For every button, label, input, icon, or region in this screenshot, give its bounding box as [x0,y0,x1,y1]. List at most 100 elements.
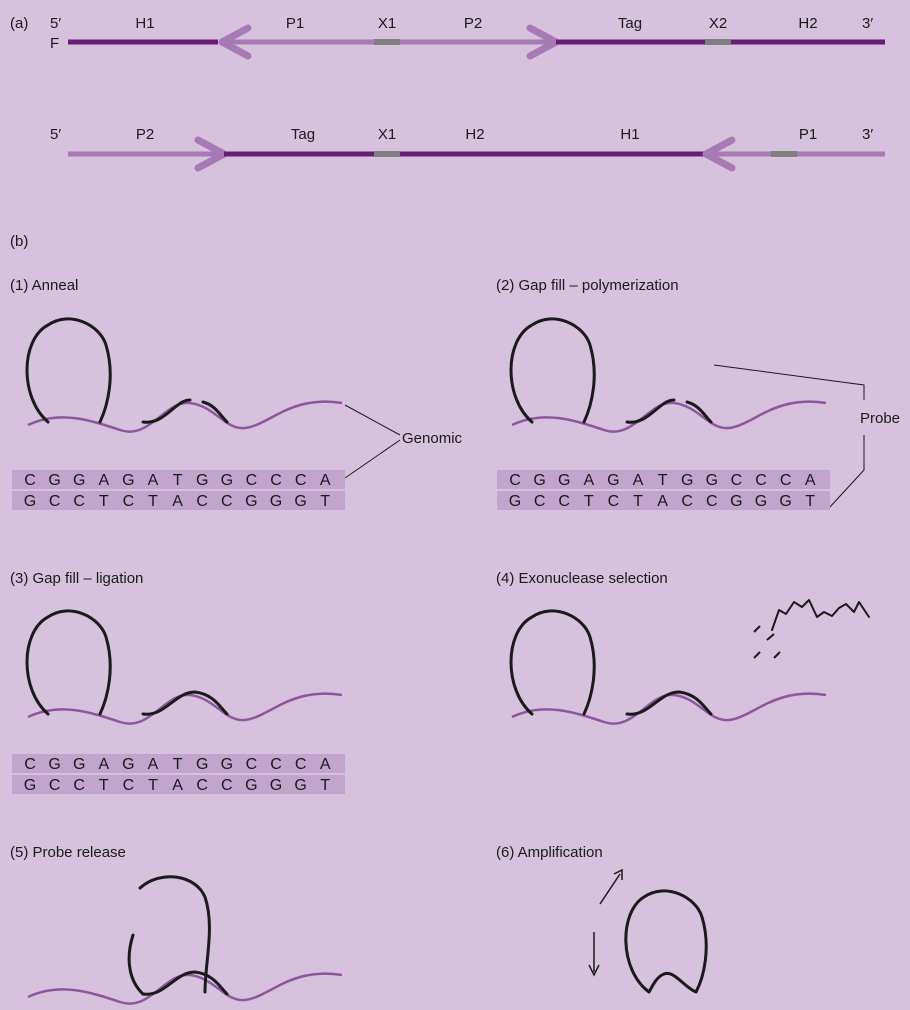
genomic-strand [512,694,826,724]
label-h1: H1 [135,15,154,32]
base-bottom: T [320,777,330,794]
base-top: G [122,756,134,773]
base-bottom: G [294,493,306,510]
label-p2: P2 [464,15,482,32]
base-top: A [148,472,159,489]
genomic-strand [28,974,342,1004]
base-bottom: C [706,493,718,510]
base-bottom: A [657,493,668,510]
step-3-title: (3) Gap fill – ligation [10,570,143,587]
base-bottom: C [608,493,620,510]
bottom-five-prime: 5′ [50,126,61,143]
base-bottom: T [99,493,109,510]
base-bottom: C [123,777,135,794]
base-top: T [658,472,668,489]
genomic-strand [28,694,342,724]
base-bottom: C [123,493,135,510]
released-probe-left [129,935,143,994]
base-bottom: T [320,493,330,510]
base-top: G [48,472,60,489]
step-4-panel [511,600,869,724]
step-3-sequence: CGGAGATGGCCCAGCCTCTACCGGGT [12,754,345,794]
fragment-3 [754,652,760,658]
base-top: C [246,472,258,489]
released-probe-upper [140,877,209,992]
label-bottom-p2: P2 [136,126,154,143]
base-top: A [583,472,594,489]
base-top: G [533,472,545,489]
base-bottom: G [24,493,36,510]
step-5-title: (5) Probe release [10,844,126,861]
base-bottom: A [172,777,183,794]
step-2-title: (2) Gap fill – polymerization [496,277,679,294]
base-top: T [173,472,183,489]
top-construct: 5′ F 3′ H1 P1 X1 P2 Tag X2 H2 [50,15,885,56]
base-bottom: C [221,493,233,510]
fragment-4 [774,652,780,658]
forward-primer-arrow [600,874,620,904]
base-top: C [295,472,307,489]
top-three-prime: 3′ [862,15,873,32]
base-top: G [196,472,208,489]
genomic-leader-bottom [345,440,400,478]
base-bottom: T [633,493,643,510]
base-bottom: G [730,493,742,510]
part-a: (a) 5′ F 3′ H1 P1 X1 P2 Tag X2 H2 5′ 3′ [10,15,885,168]
base-top: C [755,472,767,489]
label-bottom-p1: P1 [799,126,817,143]
base-bottom: C [196,493,208,510]
probe-loop [511,319,594,422]
base-bottom: C [49,493,61,510]
label-bottom-tag: Tag [291,126,315,143]
label-bottom-h2: H2 [465,126,484,143]
base-bottom: C [73,493,85,510]
label-tag: Tag [618,15,642,32]
probe-label: Probe [860,410,900,427]
base-top: G [558,472,570,489]
base-bottom: T [148,493,158,510]
fragment-1 [754,626,760,632]
genomic-label: Genomic [402,430,463,447]
step-1-panel: Genomic [27,319,463,478]
base-top: A [805,472,816,489]
probe-arm-right [203,402,227,422]
part-b-label: (b) [10,233,28,250]
step-6-panel [589,870,706,992]
base-bottom: G [270,493,282,510]
base-bottom: G [755,493,767,510]
step-4-title: (4) Exonuclease selection [496,570,668,587]
base-bottom: C [681,493,693,510]
label-x1: X1 [378,15,396,32]
step-3-panel [27,611,342,724]
forward-primer-arrowhead [614,870,622,880]
top-f-label: F [50,35,59,52]
probe-loop [27,319,110,422]
base-top: A [148,756,159,773]
probe-leader-top [714,365,864,400]
label-bottom-x1: X1 [378,126,396,143]
base-top: A [320,756,331,773]
circular-probe [626,891,706,992]
base-top: C [270,756,282,773]
base-top: G [706,472,718,489]
base-top: G [196,756,208,773]
probe-arm-right [687,402,711,422]
base-top: C [24,472,36,489]
bottom-construct: 5′ 3′ P2 Tag X1 H2 H1 P1 [50,126,885,168]
base-top: G [607,472,619,489]
step-5-panel [28,877,342,1004]
base-bottom: C [49,777,61,794]
base-top: G [122,472,134,489]
base-top: G [681,472,693,489]
probe-loop [511,611,594,714]
base-top: A [98,756,109,773]
step-1-sequence: CGGAGATGGCCCAGCCTCTACCGGGT [12,470,345,510]
probe-leader-bottom [829,435,864,508]
base-bottom: G [294,777,306,794]
genomic-strand [28,402,342,432]
label-x2: X2 [709,15,727,32]
base-bottom: T [99,777,109,794]
base-top: A [320,472,331,489]
